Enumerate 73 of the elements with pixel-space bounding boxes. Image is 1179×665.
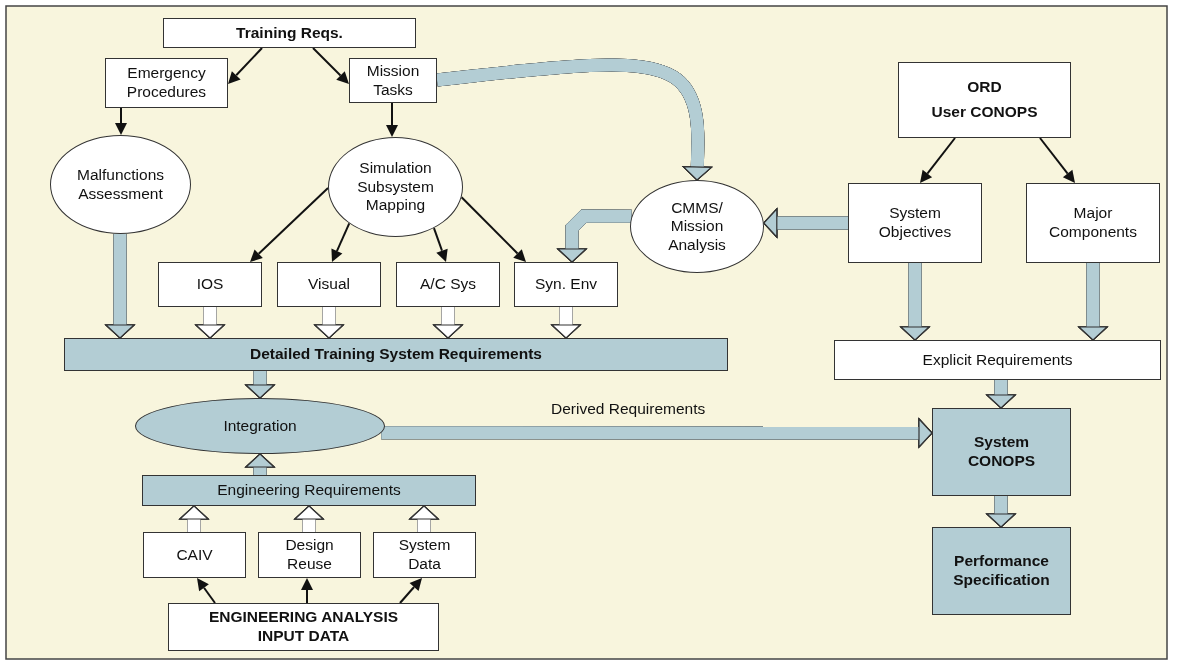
block-arrow — [195, 307, 225, 339]
arrow — [115, 107, 127, 135]
block-arrow — [986, 380, 1016, 409]
process-box — [373, 532, 476, 578]
arrow — [460, 196, 526, 262]
block-arrow — [433, 307, 463, 339]
node-label: Performance Specification — [952, 552, 1051, 590]
process-box — [932, 408, 1071, 496]
process-box — [105, 58, 228, 108]
block-arrow — [551, 307, 581, 339]
node-label: CAIV — [176, 545, 213, 565]
arrow — [920, 137, 956, 183]
node-label: Malfunctions Assessment — [76, 165, 165, 204]
process-box — [143, 532, 246, 578]
node-label: Syn. Env — [535, 275, 597, 294]
process-box — [514, 262, 618, 307]
block-arrow — [314, 307, 344, 339]
node-label: System Data — [397, 536, 452, 574]
block-arrow — [294, 505, 324, 532]
node-label: Major Components — [1048, 204, 1138, 242]
process-box — [158, 262, 262, 307]
arrow — [432, 227, 448, 262]
block-arrow — [381, 418, 933, 448]
node-label: Engineering Requirements — [217, 481, 401, 500]
node-label: Mission Tasks — [365, 61, 421, 100]
node-label: Training Reqs. — [236, 23, 343, 43]
block-arrow — [105, 234, 135, 339]
process-box — [349, 58, 437, 103]
node-label: Detailed Training System Requirements — [250, 345, 542, 364]
arrow — [399, 578, 422, 604]
node-label: Integration — [223, 416, 297, 436]
node-label: IOS — [196, 275, 224, 294]
arrow — [331, 222, 351, 262]
arrow — [312, 47, 349, 84]
node-label: Visual — [308, 275, 350, 294]
process-box — [396, 262, 500, 307]
arrow — [197, 578, 216, 604]
process-box — [64, 338, 728, 371]
node-label: ENGINEERING ANALYSIS INPUT DATA — [207, 608, 400, 646]
process-box — [277, 262, 381, 307]
node-label: A/C Sys — [420, 275, 476, 294]
node-label: CMMS/ Mission Analysis — [667, 198, 727, 255]
process-box — [932, 527, 1071, 615]
process-box — [142, 475, 476, 506]
node-label: System Objectives — [877, 204, 953, 242]
block-arrow — [245, 371, 275, 399]
block-arrow — [986, 496, 1016, 528]
block-arrow — [409, 505, 439, 532]
block-arrow — [245, 453, 275, 475]
arrow — [1039, 137, 1075, 183]
process-box — [258, 532, 361, 578]
node-label: Emergency Procedures — [125, 64, 208, 102]
node-label: User CONOPS — [931, 103, 1038, 122]
block-arrow — [179, 505, 209, 532]
arrow — [386, 102, 398, 138]
block-arrow — [900, 263, 930, 341]
block-arrow — [763, 208, 848, 238]
node-label: Design Reuse — [284, 536, 335, 574]
arrow — [301, 578, 313, 604]
node-label: System CONOPS — [966, 433, 1037, 471]
arrow — [228, 47, 263, 84]
process-box — [898, 62, 1071, 138]
process-box — [848, 183, 982, 263]
block-arrow — [436, 58, 712, 181]
process-box — [834, 340, 1161, 380]
process-box — [1026, 183, 1160, 263]
node-label: ORD — [967, 78, 1002, 97]
process-box — [163, 18, 416, 48]
node-label: Simulation Subsystem Mapping — [356, 159, 435, 215]
arrow — [250, 187, 329, 262]
block-arrow — [1078, 263, 1108, 341]
node-label: Explicit Requirements — [922, 350, 1073, 370]
process-box — [168, 603, 439, 651]
